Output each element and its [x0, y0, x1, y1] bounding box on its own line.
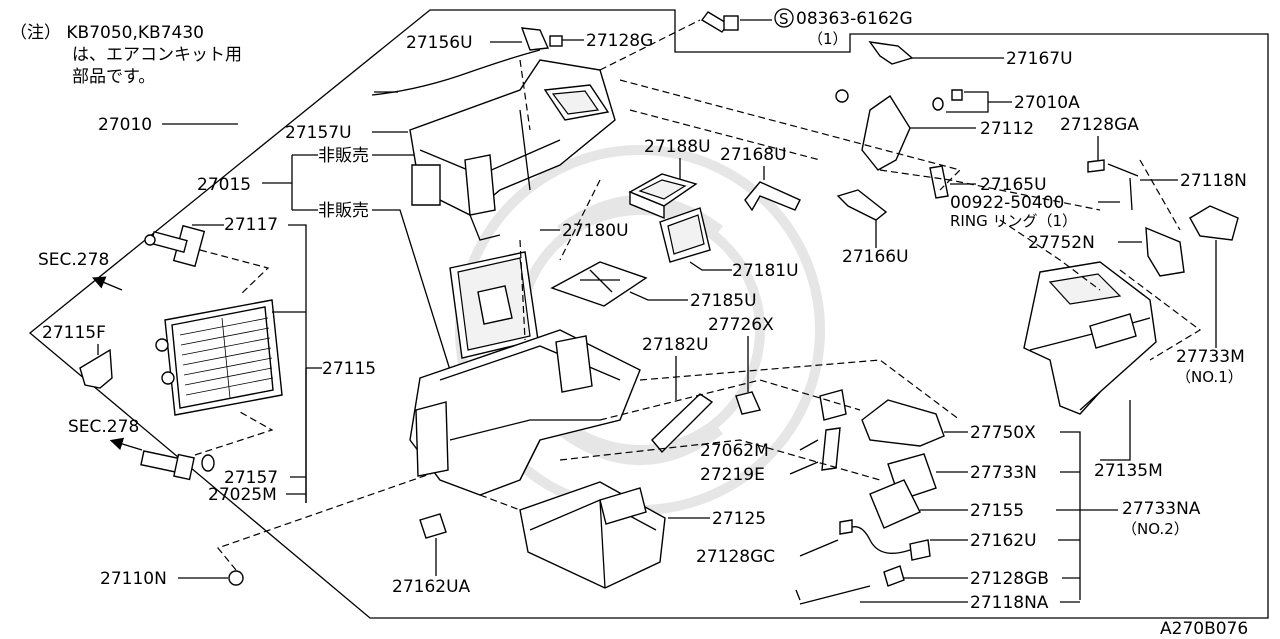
- label-27182U[interactable]: 27182U: [642, 335, 709, 355]
- sec-ref-top[interactable]: SEC.278: [38, 250, 109, 270]
- label-27181U[interactable]: 27181U: [732, 261, 799, 281]
- label-27185U[interactable]: 27185U: [690, 291, 757, 311]
- part-27125-tray[interactable]: [519, 481, 666, 589]
- figure-code: A270B076: [1160, 619, 1248, 639]
- part-27752N-bracket[interactable]: [1145, 226, 1185, 277]
- note-line-1: （注） KB7050,KB7430: [10, 23, 204, 43]
- label-27010[interactable]: 27010: [98, 115, 152, 135]
- arrow-sec-top: [92, 276, 123, 291]
- part-27185U-plate[interactable]: [550, 261, 648, 307]
- bolt-prefix: S: [779, 10, 789, 28]
- bolt-code[interactable]: 08363-6162G: [796, 9, 913, 29]
- part-27162UA-clip[interactable]: [419, 513, 447, 539]
- label-27752N[interactable]: 27752N: [1028, 233, 1095, 253]
- note-line-2: は、エアコンキット用: [72, 45, 242, 65]
- sec-ref-bottom[interactable]: SEC.278: [68, 417, 139, 437]
- label-27188U[interactable]: 27188U: [644, 137, 711, 157]
- part-27117-sensor[interactable]: [144, 224, 270, 296]
- note-line-3: 部品です。: [72, 67, 155, 87]
- part-27165U-link[interactable]: [929, 165, 949, 199]
- label-27162U[interactable]: 27162U: [970, 531, 1037, 551]
- part-27166U-link[interactable]: [836, 189, 888, 221]
- label-27157[interactable]: 27157: [224, 468, 278, 488]
- label-27219E[interactable]: 27219E: [700, 465, 765, 485]
- label-27128G[interactable]: 27128G: [586, 31, 653, 51]
- part-27025M-sensor[interactable]: [140, 450, 215, 481]
- part-27015-upper-case[interactable]: [409, 59, 616, 241]
- ring-name: RING リング（1）: [950, 212, 1077, 230]
- label-27157U[interactable]: 27157U: [285, 123, 352, 143]
- part-27157U-cable[interactable]: [371, 49, 541, 96]
- part-27182U-door[interactable]: [651, 393, 714, 454]
- label-27167U[interactable]: 27167U: [1006, 49, 1073, 69]
- part-27135M-case[interactable]: [1023, 261, 1157, 415]
- frame-outline: [28, 9, 1269, 619]
- label-27115[interactable]: 27115: [322, 359, 376, 379]
- label-27112[interactable]: 27112: [980, 119, 1034, 139]
- label-27110N[interactable]: 27110N: [100, 569, 167, 589]
- part-27168U-link[interactable]: [744, 181, 801, 212]
- label-27010A[interactable]: 27010A: [1014, 93, 1080, 113]
- bolt-08363-6162G[interactable]: [700, 11, 739, 33]
- label-27180U[interactable]: 27180U: [562, 221, 629, 241]
- part-27733M-clip-part[interactable]: [1189, 205, 1239, 241]
- label-27025M[interactable]: 27025M: [208, 485, 277, 505]
- label-27165U[interactable]: 27165U: [980, 175, 1047, 195]
- part-27180U-filter-frame[interactable]: [449, 251, 539, 359]
- part-27010A-screw[interactable]: [932, 89, 963, 111]
- part-27115-heater-core[interactable]: [155, 299, 283, 416]
- part-27128GA-clip[interactable]: [1087, 159, 1139, 211]
- label-27166U[interactable]: 27166U: [842, 247, 909, 267]
- label-27115F[interactable]: 27115F: [42, 323, 106, 343]
- part-27062M-relay[interactable]: [819, 389, 847, 421]
- label-27733M-sub: （NO.1）: [1176, 368, 1243, 386]
- s-marker: [774, 8, 794, 28]
- label-27128GA[interactable]: 27128GA: [1060, 115, 1139, 135]
- part-27167U-lever[interactable]: [868, 41, 914, 65]
- label-27125[interactable]: 27125: [712, 509, 766, 529]
- part-harness[interactable]: [839, 519, 911, 554]
- label-27733NA[interactable]: 27733NA: [1122, 499, 1201, 519]
- label-27128GC[interactable]: 27128GC: [696, 547, 775, 567]
- not-for-sale-2: 非販売: [318, 201, 369, 221]
- label-27156U[interactable]: 27156U: [406, 33, 473, 53]
- label-27118N[interactable]: 27118N: [1180, 171, 1247, 191]
- label-27733NA-sub: （NO.2）: [1122, 520, 1189, 538]
- part-27750X-bracket[interactable]: [861, 399, 945, 447]
- part-27110N-clip[interactable]: [216, 459, 471, 586]
- label-27128GB[interactable]: 27128GB: [970, 569, 1049, 589]
- label-27726X[interactable]: 27726X: [708, 315, 774, 335]
- part-27726X-connector[interactable]: [735, 391, 761, 415]
- part-27188U-duct[interactable]: [628, 173, 698, 220]
- part-27118NA-rod[interactable]: [795, 585, 871, 605]
- part-27162U-clip[interactable]: [909, 539, 931, 561]
- part-27010-lower-case[interactable]: [409, 329, 641, 496]
- label-27162UA[interactable]: 27162UA: [392, 577, 471, 597]
- label-27733N[interactable]: 27733N: [970, 463, 1037, 483]
- arrow-sec-bottom: [109, 437, 143, 451]
- part-27155-actuator[interactable]: [869, 479, 921, 529]
- label-27062M[interactable]: 27062M: [700, 441, 769, 461]
- part-27112-bracket[interactable]: [835, 89, 911, 171]
- part-27156U-lever[interactable]: [520, 27, 563, 51]
- label-27155[interactable]: 27155: [970, 501, 1024, 521]
- part-27115F-bracket[interactable]: [79, 348, 113, 389]
- label-27117[interactable]: 27117: [224, 215, 278, 235]
- label-27168U[interactable]: 27168U: [720, 145, 787, 165]
- not-for-sale-1: 非販売: [318, 146, 369, 166]
- bolt-qty: （1）: [808, 30, 848, 48]
- label-27733M[interactable]: 27733M: [1176, 347, 1245, 367]
- part-27128GB-clip[interactable]: [883, 565, 905, 587]
- ring-code[interactable]: 00922-50400: [950, 193, 1064, 213]
- label-27750X[interactable]: 27750X: [970, 423, 1036, 443]
- label-27015[interactable]: 27015: [197, 175, 251, 195]
- assembly-lines: [479, 19, 1202, 511]
- part-27181U-duct[interactable]: [659, 207, 711, 263]
- label-27135M[interactable]: 27135M: [1094, 461, 1163, 481]
- label-27118NA[interactable]: 27118NA: [970, 593, 1049, 613]
